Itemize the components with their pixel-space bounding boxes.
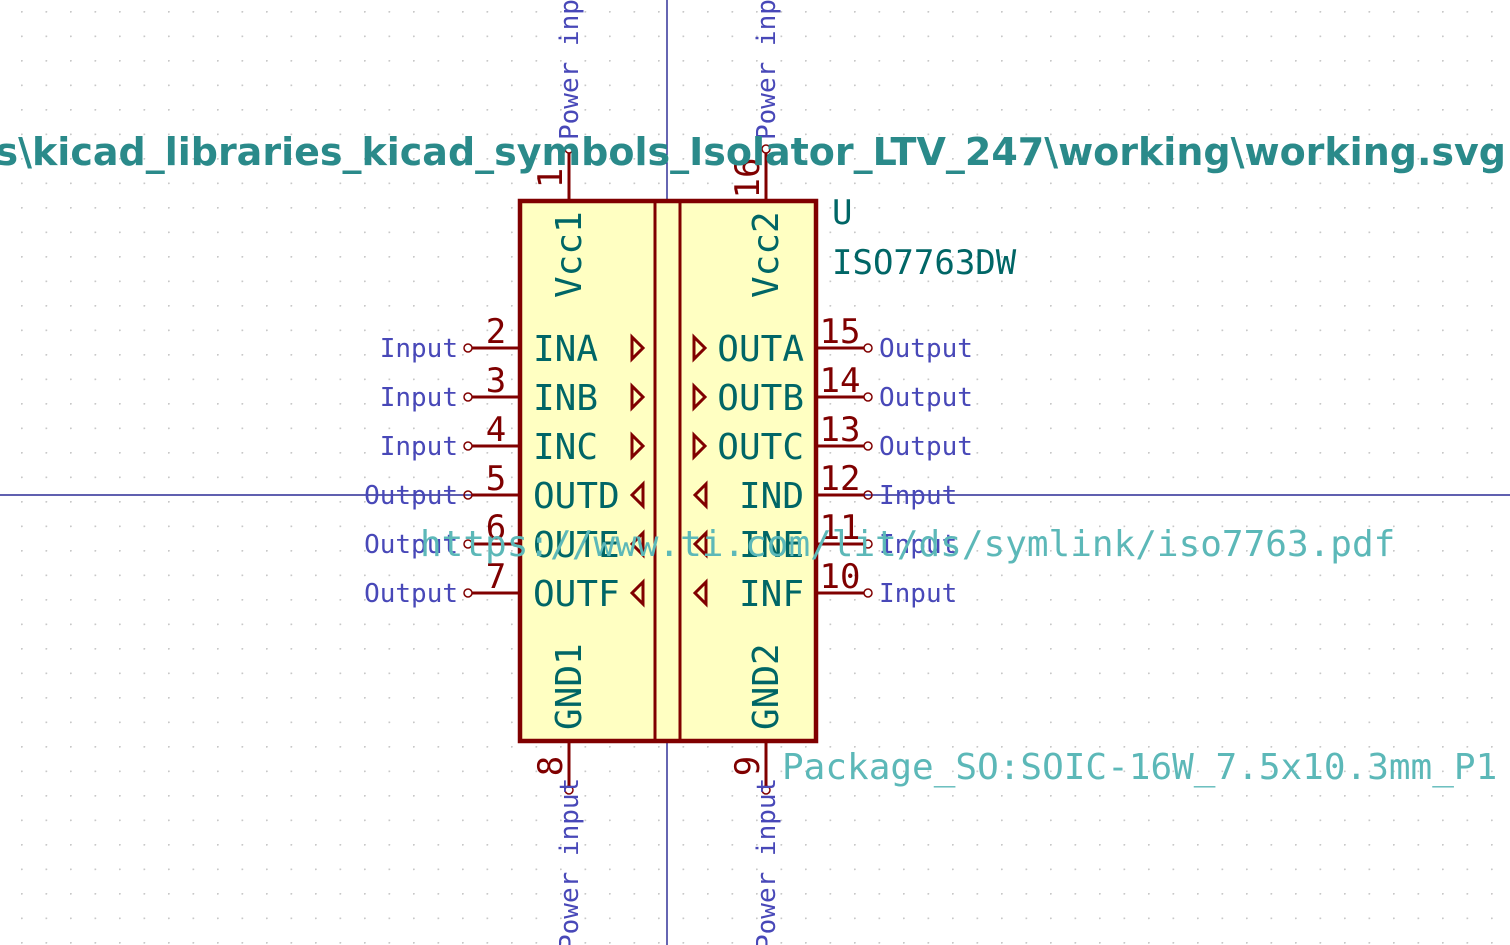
pin-number-3: 3 (486, 361, 506, 401)
pin-endpoint-outf[interactable] (463, 588, 473, 598)
pin-type-inc: Input (380, 432, 458, 462)
pin-arrow-outd-icon (629, 480, 645, 510)
pin-number-7: 7 (486, 557, 506, 597)
pin-name-inc: INC (533, 427, 598, 468)
pin-type-inb: Input (380, 383, 458, 413)
pin-type-ind: Input (879, 481, 957, 511)
pin-arrow-outb-icon (692, 382, 708, 412)
pin-endpoint-ind[interactable] (863, 490, 873, 500)
pin-arrow-outc-icon (692, 431, 708, 461)
pin-name-outa: OUTA (717, 329, 804, 370)
pin-type-gnd1: Power input (555, 778, 585, 945)
pin-type-outd: Output (364, 481, 458, 511)
pin-name-ina: INA (533, 329, 598, 370)
pin-endpoint-gnd1[interactable] (564, 785, 574, 795)
pin-arrow-inb-icon (630, 382, 646, 412)
reference-designator[interactable]: U (832, 193, 852, 233)
pin-endpoint-inf[interactable] (863, 588, 873, 598)
pin-endpoint-outd[interactable] (463, 490, 473, 500)
pin-arrow-oute-icon (629, 529, 645, 559)
pin-name-ine: INE (739, 525, 804, 566)
pin-name-vcc2: Vcc2 (746, 211, 787, 298)
pin-name-gnd1: GND1 (549, 643, 590, 730)
pin-arrow-outa-icon (692, 333, 708, 363)
pin-number-12: 12 (820, 459, 861, 499)
pin-endpoint-vcc1[interactable] (564, 144, 574, 154)
pin-type-outb: Output (879, 383, 973, 413)
pin-type-outf: Output (364, 579, 458, 609)
pin-arrow-outf-icon (629, 578, 645, 608)
pin-endpoint-outb[interactable] (863, 392, 873, 402)
pin-type-outa: Output (879, 334, 973, 364)
pin-arrow-ina-icon (630, 333, 646, 363)
part-value[interactable]: ISO7763DW (832, 243, 1017, 283)
symbol-body[interactable] (517, 198, 819, 744)
pin-type-vcc2: Power input (752, 0, 782, 140)
pin-number-13: 13 (820, 410, 861, 450)
pin-endpoint-outa[interactable] (863, 343, 873, 353)
datasheet-url[interactable]: https://www.ti.com/lit/ds/symlink/iso776… (420, 524, 1395, 565)
pin-endpoint-ine[interactable] (863, 539, 873, 549)
pin-arrow-inc-icon (630, 431, 646, 461)
pin-number-1: 1 (531, 168, 571, 188)
pin-name-outb: OUTB (717, 378, 804, 419)
footprint-name[interactable]: Package_SO:SOIC-16W_7.5x10.3mm_P1 (782, 747, 1497, 788)
pin-arrow-ine-icon (692, 529, 708, 559)
pin-type-ina: Input (380, 334, 458, 364)
pin-name-vcc1: Vcc1 (549, 211, 590, 298)
pin-type-oute: Output (364, 530, 458, 560)
pin-type-gnd2: Power input (752, 778, 782, 945)
pin-name-inb: INB (533, 378, 598, 419)
pin-number-9: 9 (728, 756, 768, 776)
pin-endpoint-ina[interactable] (463, 343, 473, 353)
pin-number-4: 4 (486, 410, 506, 450)
pin-endpoint-outc[interactable] (863, 441, 873, 451)
pin-arrow-ind-icon (692, 480, 708, 510)
pin-endpoint-inb[interactable] (463, 392, 473, 402)
pin-name-gnd2: GND2 (746, 643, 787, 730)
pin-type-outc: Output (879, 432, 973, 462)
pin-number-5: 5 (486, 459, 506, 499)
pin-name-oute: OUTE (533, 525, 620, 566)
pin-name-inf: INF (739, 574, 804, 615)
pin-name-outf: OUTF (533, 574, 620, 615)
pin-name-outc: OUTC (717, 427, 804, 468)
pin-type-ine: Input (879, 530, 957, 560)
file-path-title: _bot\symbols\kicad_libraries_kicad_symbo… (0, 130, 1506, 174)
pin-name-outd: OUTD (533, 476, 620, 517)
pin-number-8: 8 (531, 756, 571, 776)
pin-type-inf: Input (879, 579, 957, 609)
pin-type-vcc1: Power input (555, 0, 585, 140)
pin-number-16: 16 (728, 158, 768, 199)
pin-number-2: 2 (486, 312, 506, 352)
pin-number-11: 11 (820, 508, 861, 548)
pin-name-ind: IND (739, 476, 804, 517)
pin-arrow-inf-icon (692, 578, 708, 608)
pin-number-15: 15 (820, 312, 861, 352)
pin-number-6: 6 (486, 508, 506, 548)
pin-number-10: 10 (820, 557, 861, 597)
pin-endpoint-gnd2[interactable] (761, 785, 771, 795)
pin-endpoint-inc[interactable] (463, 441, 473, 451)
pin-number-14: 14 (820, 361, 861, 401)
pin-endpoint-oute[interactable] (463, 539, 473, 549)
pin-endpoint-vcc2[interactable] (761, 144, 771, 154)
